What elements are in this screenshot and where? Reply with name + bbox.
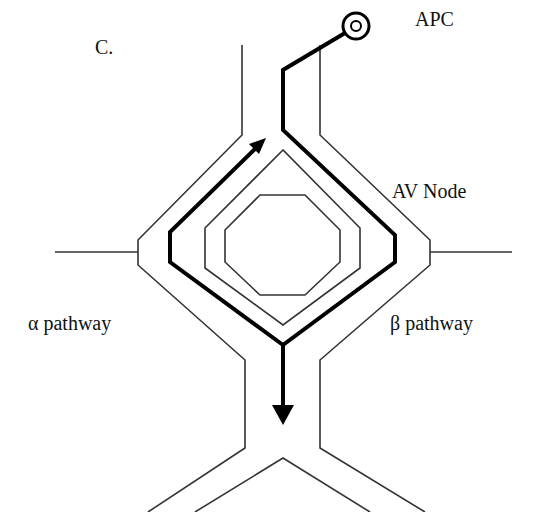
arrowhead xyxy=(249,138,266,154)
figure-label: β pathway xyxy=(390,312,473,334)
figure-label: AV Node xyxy=(392,180,466,202)
lower-branch-wall xyxy=(195,458,370,512)
reentry-path xyxy=(170,149,283,345)
figure-label: APC xyxy=(415,8,454,30)
impulse-path xyxy=(283,33,395,408)
central-island xyxy=(225,195,340,295)
apc-outer-ring xyxy=(343,13,369,39)
figure-label: α pathway xyxy=(28,312,111,334)
apc-symbol xyxy=(343,13,369,39)
figure-label: C. xyxy=(95,36,113,58)
tissue-line xyxy=(430,251,512,253)
apc-inner-ring xyxy=(351,21,361,31)
arrowhead xyxy=(272,405,294,425)
tissue-line xyxy=(55,251,138,253)
